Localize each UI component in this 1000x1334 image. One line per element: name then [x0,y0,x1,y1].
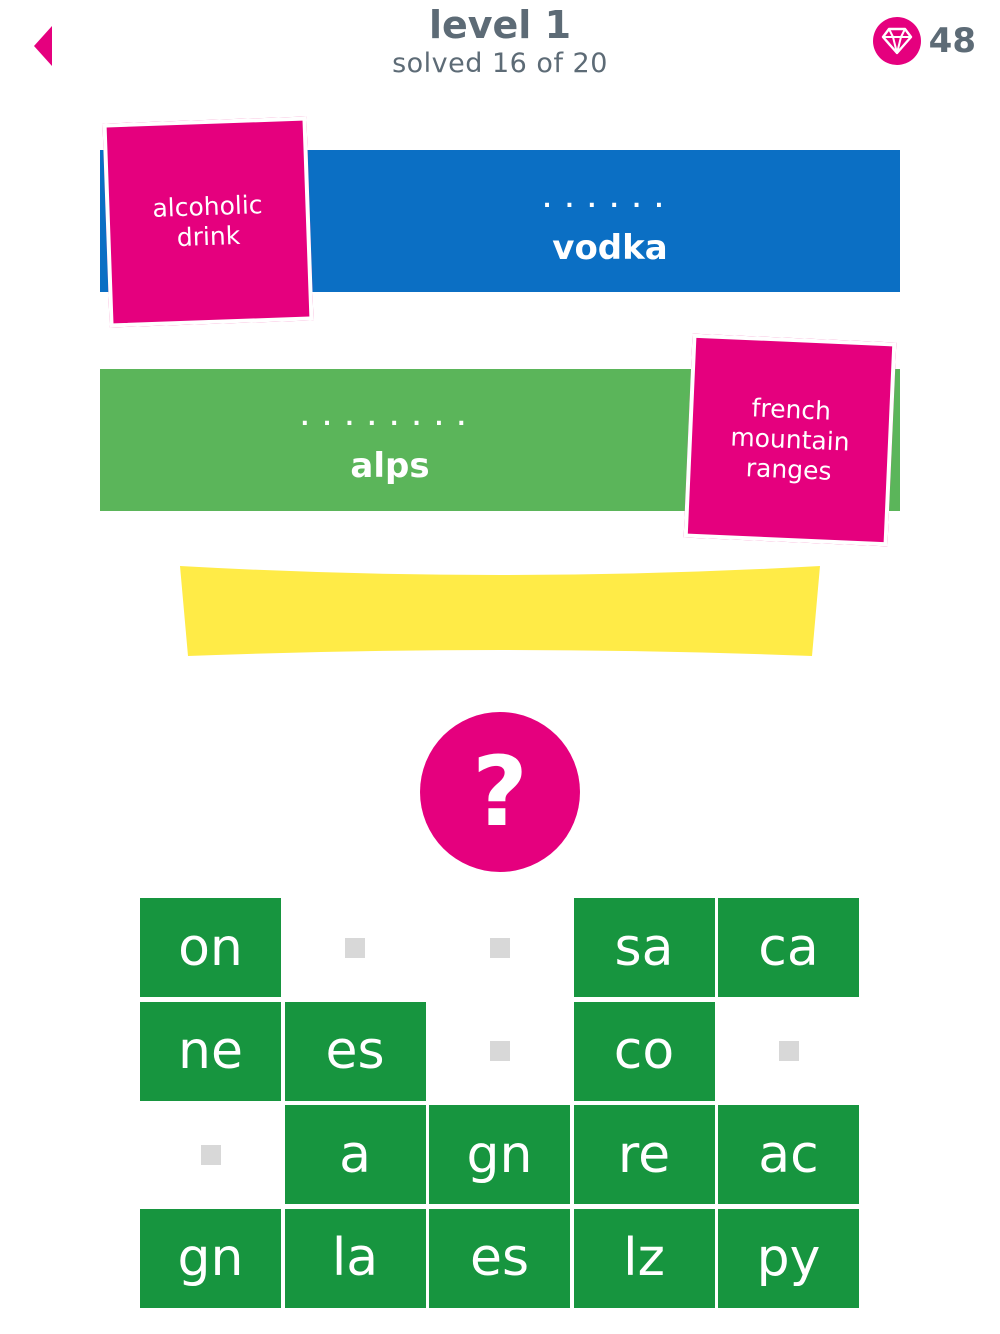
letter-count-dots: ...... [542,188,678,213]
letter-tile[interactable]: ca [718,898,859,997]
letter-tile[interactable]: re [573,1105,715,1204]
answer-alps: ........ alps [190,408,590,488]
letter-tile[interactable]: es [429,1208,570,1308]
used-tile-placeholder [285,898,426,997]
current-answer-slot[interactable] [178,564,822,660]
used-tile-placeholder [718,1002,859,1101]
letter-count-dots: ........ [300,406,480,431]
answer-word: vodka [552,228,668,268]
letter-tile[interactable]: on [140,898,281,997]
letter-tile[interactable]: ne [140,1001,281,1101]
clue-card-alcoholic-drink[interactable]: alcoholic drink [102,116,314,328]
used-tile-placeholder [429,898,570,997]
header: level 1 solved 16 of 20 48 [0,0,1000,100]
letter-tile[interactable]: sa [573,898,715,997]
title-block: level 1 solved 16 of 20 [250,2,750,80]
used-tile-placeholder [429,1002,570,1101]
progress-text: solved 16 of 20 [392,48,608,79]
empty-marker [489,1041,510,1061]
letter-tile[interactable]: ac [718,1105,859,1204]
letter-tile[interactable]: py [718,1208,859,1308]
diamond-icon [872,17,921,65]
back-button[interactable] [20,18,70,74]
letter-tile[interactable]: a [284,1105,426,1204]
back-arrow-icon [34,26,52,66]
hint-button[interactable]: ? [420,712,580,872]
level-title: level 1 [428,3,572,47]
answer-vodka: ...... vodka [410,190,810,270]
used-tile-placeholder [140,1105,281,1204]
letter-tile[interactable]: la [284,1208,426,1308]
clue-card-french-mountain-ranges[interactable]: french mountain ranges [683,333,897,547]
empty-marker [345,937,365,958]
letter-tile[interactable]: es [284,1001,426,1101]
answer-word: alps [350,446,430,486]
empty-marker [489,937,510,958]
letter-tile[interactable]: co [573,1001,715,1101]
question-mark-icon: ? [472,736,528,848]
empty-marker [200,1144,221,1165]
gem-count: 48 [928,21,976,61]
letter-tile[interactable]: gn [429,1105,570,1204]
empty-marker [778,1041,799,1061]
letter-tile[interactable]: gn [140,1208,281,1308]
letter-tile[interactable]: lz [573,1208,715,1308]
gem-counter[interactable]: 48 [872,16,976,66]
